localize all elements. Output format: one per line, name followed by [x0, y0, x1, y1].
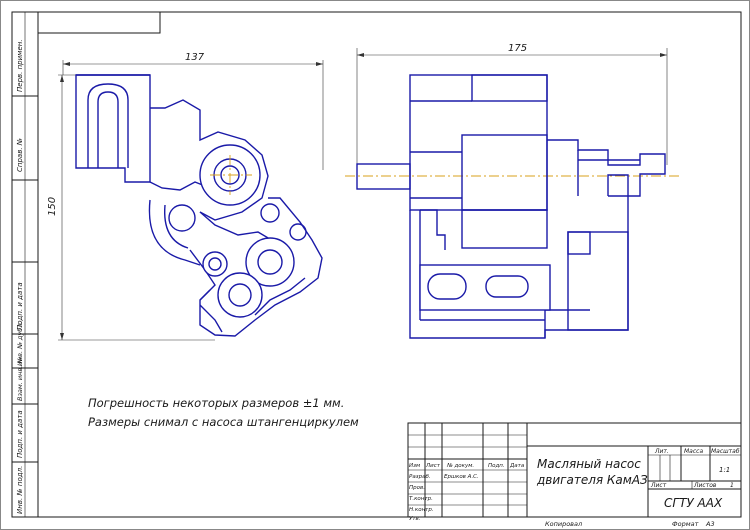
- format-label: Формат: [672, 520, 699, 528]
- side-strip: Перв. примен. Справ. № Подп. и дата Инв.…: [11, 11, 39, 518]
- inner-frame: [37, 11, 742, 518]
- col-date: Дата: [509, 463, 525, 469]
- role-prov: Пров.: [409, 485, 425, 491]
- title-block: Изм Лист № докум. Подп. Дата Разраб. Ерш…: [407, 422, 742, 522]
- notes: Погрешность некоторых размеров ±1 мм. Ра…: [88, 396, 359, 429]
- dimension-137: 137: [62, 52, 324, 170]
- col-docnum: № докум.: [446, 463, 474, 469]
- role-nkontr: Н.контр.: [409, 507, 434, 513]
- note-line-2: Размеры снимал с насоса штангенциркулем: [88, 415, 359, 429]
- side-label-5: Взам. инв. №: [16, 357, 24, 401]
- col-sign: Подп.: [488, 463, 505, 469]
- dim-137-label: 137: [185, 52, 205, 63]
- dim-175-label: 175: [508, 43, 527, 54]
- role-razrab: Разраб.: [409, 474, 431, 480]
- col-izm: Изм: [409, 463, 420, 469]
- scale-value: 1:1: [719, 466, 730, 474]
- top-left-strip: [37, 11, 161, 34]
- side-label-2: Справ. №: [16, 138, 24, 172]
- format-value: А3: [705, 520, 715, 528]
- side-label-3: Подп. и дата: [16, 282, 24, 330]
- role-utv: Утв.: [409, 516, 421, 522]
- col-list: Лист: [425, 463, 441, 469]
- role-tkontr: Т.контр.: [409, 496, 433, 502]
- sheets-label: Листов: [693, 482, 717, 489]
- scale-label: Масштаб: [711, 448, 740, 455]
- side-label-1: Перв. примен.: [16, 39, 24, 92]
- dim-150-label: 150: [47, 197, 58, 216]
- copied-label: Копировал: [545, 520, 582, 528]
- drawing-title-line-1: Масляный насос: [537, 457, 641, 471]
- right-view: 175: [345, 43, 680, 339]
- organization: СГТУ ААХ: [664, 496, 723, 510]
- sheets-value: 1: [730, 482, 734, 489]
- dimension-175: 175: [356, 43, 668, 175]
- mass-label: Масса: [684, 448, 703, 455]
- left-view: 137 150: [47, 52, 324, 341]
- sheet-label: Лист: [650, 482, 667, 489]
- drawing-title-line-2: двигателя КамАЗ: [536, 473, 648, 487]
- note-line-1: Погрешность некоторых размеров ±1 мм.: [88, 396, 344, 410]
- lit-label: Лит.: [654, 448, 669, 455]
- side-label-7: Инв. № подл.: [16, 466, 24, 514]
- developer-name: Ершков А.С.: [444, 474, 479, 480]
- side-label-6: Подп. и дата: [16, 410, 24, 458]
- side-label-4: Инв. № дубл.: [16, 322, 24, 366]
